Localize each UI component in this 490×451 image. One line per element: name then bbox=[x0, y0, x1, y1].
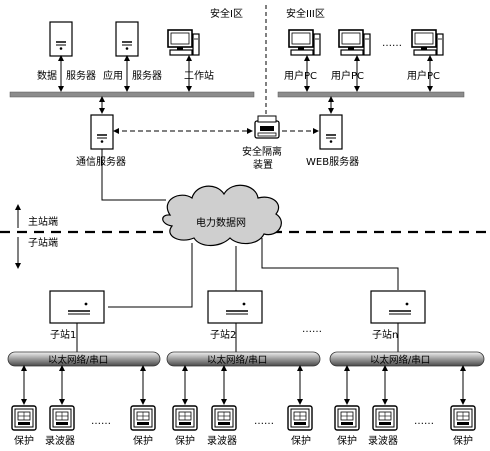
protection-device-icon bbox=[11, 405, 37, 431]
substation-1-bus-label: 以太网络/串口 bbox=[48, 354, 108, 366]
device-group-n bbox=[334, 365, 476, 431]
protection-device-icon bbox=[334, 405, 360, 431]
data-server-icon bbox=[49, 21, 73, 57]
isolation-device-icon bbox=[254, 115, 280, 139]
substation-1-icon bbox=[49, 290, 105, 324]
app-server-icon bbox=[115, 21, 139, 57]
protection-label: 保护 bbox=[453, 434, 473, 447]
recorder-label: 录波器 bbox=[368, 434, 398, 447]
substation-n-bus-label: 以太网络/串口 bbox=[370, 354, 430, 366]
substation-n-bus bbox=[329, 351, 485, 367]
user-pc-icon bbox=[411, 29, 444, 56]
recorder-label: 录波器 bbox=[45, 434, 75, 447]
device-ellipsis: …… bbox=[414, 416, 434, 427]
device-group-2 bbox=[172, 365, 313, 431]
recorder-device-icon bbox=[211, 405, 237, 431]
workstation-icon bbox=[167, 29, 200, 56]
user-pc-label: 用户PC bbox=[407, 69, 440, 82]
protection-label: 保护 bbox=[175, 434, 195, 447]
comm-to-network-link bbox=[101, 149, 166, 201]
device-ellipsis: …… bbox=[91, 416, 111, 427]
user-pc-icon bbox=[288, 29, 321, 56]
isolation-label-2: 装置 bbox=[253, 158, 273, 171]
workstation-label: 工作站 bbox=[184, 69, 214, 82]
device-group-1 bbox=[11, 365, 156, 431]
zone1-label: 安全I区 bbox=[210, 7, 243, 20]
substation-n-label: 子站n bbox=[372, 328, 398, 341]
device-ellipsis: …… bbox=[254, 416, 274, 427]
protection-label: 保护 bbox=[14, 434, 34, 447]
data-server-label-1: 数据 bbox=[37, 69, 57, 82]
protection-device-icon bbox=[172, 405, 198, 431]
substation-1-bus bbox=[7, 351, 161, 367]
comm-server-label: 通信服务器 bbox=[76, 155, 126, 168]
recorder-label: 录波器 bbox=[207, 434, 237, 447]
protection-device-icon bbox=[130, 405, 156, 431]
recorder-device-icon bbox=[372, 405, 398, 431]
user-pc-ellipsis: …… bbox=[382, 38, 402, 49]
protection-label: 保护 bbox=[291, 434, 311, 447]
web-server-icon bbox=[319, 114, 343, 150]
substation-2-icon bbox=[207, 290, 263, 324]
comm-server-icon bbox=[90, 114, 114, 150]
substation-2-bus-label: 以太网络/串口 bbox=[207, 354, 267, 366]
user-pc-label: 用户PC bbox=[331, 69, 364, 82]
substation-1-label: 子站1 bbox=[50, 328, 76, 341]
isolation-label-1: 安全隔离 bbox=[242, 145, 282, 158]
substation-2-label: 子站2 bbox=[210, 328, 236, 341]
app-server-label-2: 服务器 bbox=[132, 69, 162, 82]
substation-n-icon bbox=[370, 290, 426, 324]
protection-device-icon bbox=[287, 405, 313, 431]
network-to-subn bbox=[261, 238, 399, 290]
protection-label: 保护 bbox=[133, 434, 153, 447]
substation-ellipsis: …… bbox=[302, 324, 322, 335]
recorder-device-icon bbox=[49, 405, 75, 431]
zone3-label: 安全III区 bbox=[286, 7, 325, 20]
substation-2-bus bbox=[166, 351, 321, 367]
web-server-label: WEB服务器 bbox=[306, 155, 359, 168]
user-pc-label: 用户PC bbox=[284, 69, 317, 82]
zone3-lan bbox=[277, 91, 465, 98]
protection-device-icon bbox=[450, 405, 476, 431]
app-server-label-1: 应用 bbox=[103, 69, 123, 82]
data-server-label-2: 服务器 bbox=[66, 69, 96, 82]
sub-side-label: 子站端 bbox=[28, 236, 58, 249]
user-pc-icon bbox=[338, 29, 371, 56]
protection-label: 保护 bbox=[337, 434, 357, 447]
master-side-label: 主站端 bbox=[28, 215, 58, 228]
power-data-network-cloud bbox=[162, 184, 282, 247]
network-label: 电力数据网 bbox=[196, 216, 246, 229]
zone1-lan bbox=[9, 91, 255, 98]
network-to-sub1 bbox=[108, 243, 193, 308]
